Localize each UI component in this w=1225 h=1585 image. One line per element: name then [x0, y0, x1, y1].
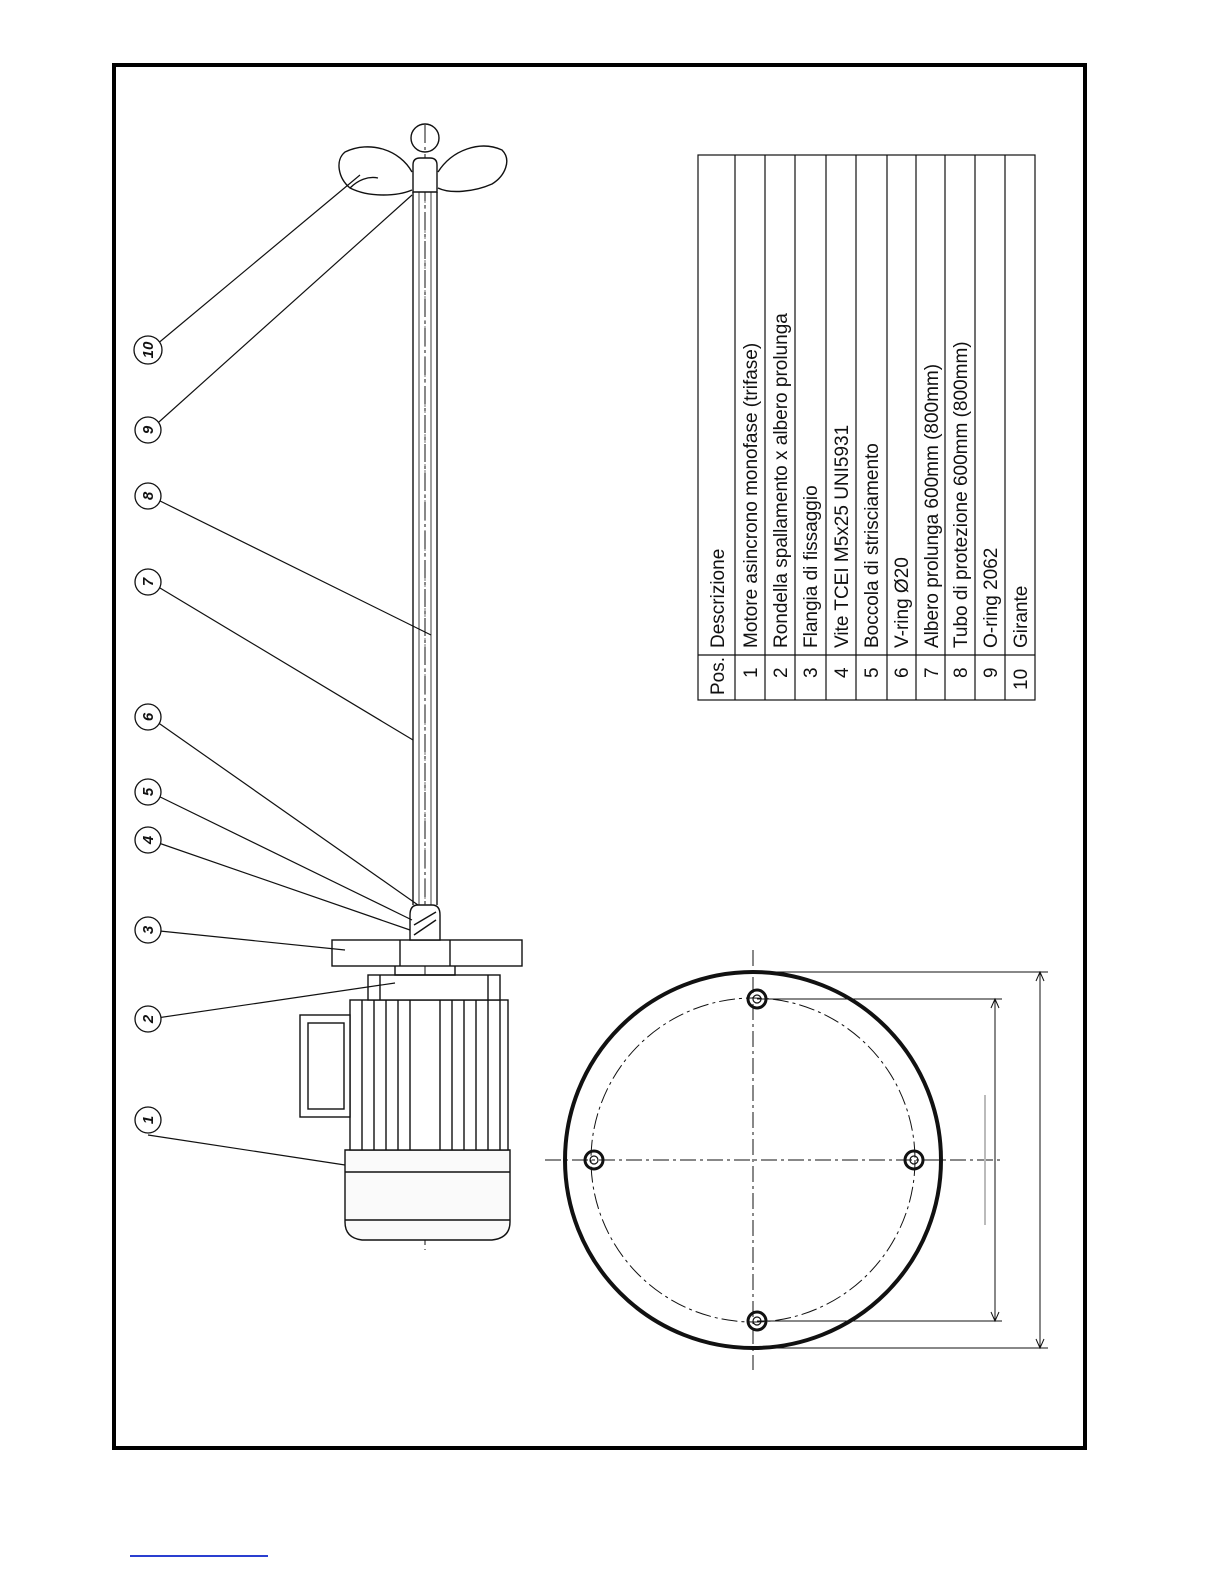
shaft-hub: [410, 905, 440, 940]
footer-link-underline: [130, 1555, 268, 1557]
balloon-label: 6: [140, 712, 157, 721]
table-header-pos: Pos.: [708, 657, 729, 695]
table-row-pos: 4: [832, 667, 853, 678]
table-row-desc: Vite TCEI M5x25 UNI5931: [832, 425, 853, 648]
impeller: [339, 124, 507, 195]
balloon-6: 6: [135, 704, 161, 730]
table-row-desc: Girante: [1011, 586, 1032, 648]
balloon-label: 10: [140, 341, 157, 358]
balloon-label: 5: [140, 787, 157, 796]
motor-end-cap: [345, 1150, 510, 1240]
table-row-desc: Motore asincrono monofase (trifase): [741, 343, 762, 648]
table-row-pos: 1: [741, 667, 762, 678]
balloon-10: 10: [134, 336, 162, 364]
table-header-description: Descrizione: [708, 549, 729, 648]
table-row-pos: 8: [951, 667, 972, 678]
table-row-desc: Albero prolunga 600mm (800mm): [922, 364, 943, 648]
balloon-label: 9: [140, 425, 157, 434]
balloon-label: 2: [140, 1014, 157, 1024]
balloon-label: 7: [140, 577, 157, 586]
table-row-pos: 3: [801, 667, 822, 678]
balloon-group: 1 2 3 4 5 6 7: [134, 336, 162, 1133]
balloon-7: 7: [135, 569, 161, 595]
balloon-8: 8: [135, 483, 161, 509]
table-row-pos: 6: [892, 667, 913, 678]
balloon-4: 4: [135, 827, 161, 853]
table-row-desc: Boccola di strisciamento: [862, 443, 883, 648]
balloon-label: 8: [140, 491, 157, 500]
table-row-pos: 9: [981, 667, 1002, 678]
table-row-desc: O-ring 2062: [981, 548, 1002, 648]
mixer-side-view: [300, 124, 522, 1250]
flange-top-view: [545, 950, 1048, 1370]
balloon-5: 5: [135, 779, 161, 805]
motor-body: [300, 975, 508, 1150]
balloon-label: 1: [140, 1116, 157, 1124]
table-row-desc: Rondella spallamento x albero prolunga: [771, 313, 792, 648]
table-row-pos: 7: [922, 667, 943, 678]
balloon-9: 9: [135, 417, 161, 443]
balloon-3: 3: [135, 917, 161, 943]
table-row-pos: 5: [862, 667, 883, 678]
balloon-1: 1: [135, 1107, 161, 1133]
mounting-flange: [332, 940, 522, 975]
balloon-label: 4: [140, 835, 157, 845]
table-row-desc: Tubo di protezione 600mm (800mm): [951, 341, 972, 648]
balloon-label: 3: [140, 925, 157, 934]
table-row-pos: 2: [771, 667, 792, 678]
parts-table-text: Pos. Descrizione 1 Motore asincrono mono…: [708, 313, 1032, 695]
table-row-desc: V-ring Ø20: [892, 557, 913, 648]
balloon-2: 2: [135, 1006, 161, 1032]
table-row-pos: 10: [1011, 669, 1032, 690]
table-row-desc: Flangia di fissaggio: [801, 485, 822, 648]
